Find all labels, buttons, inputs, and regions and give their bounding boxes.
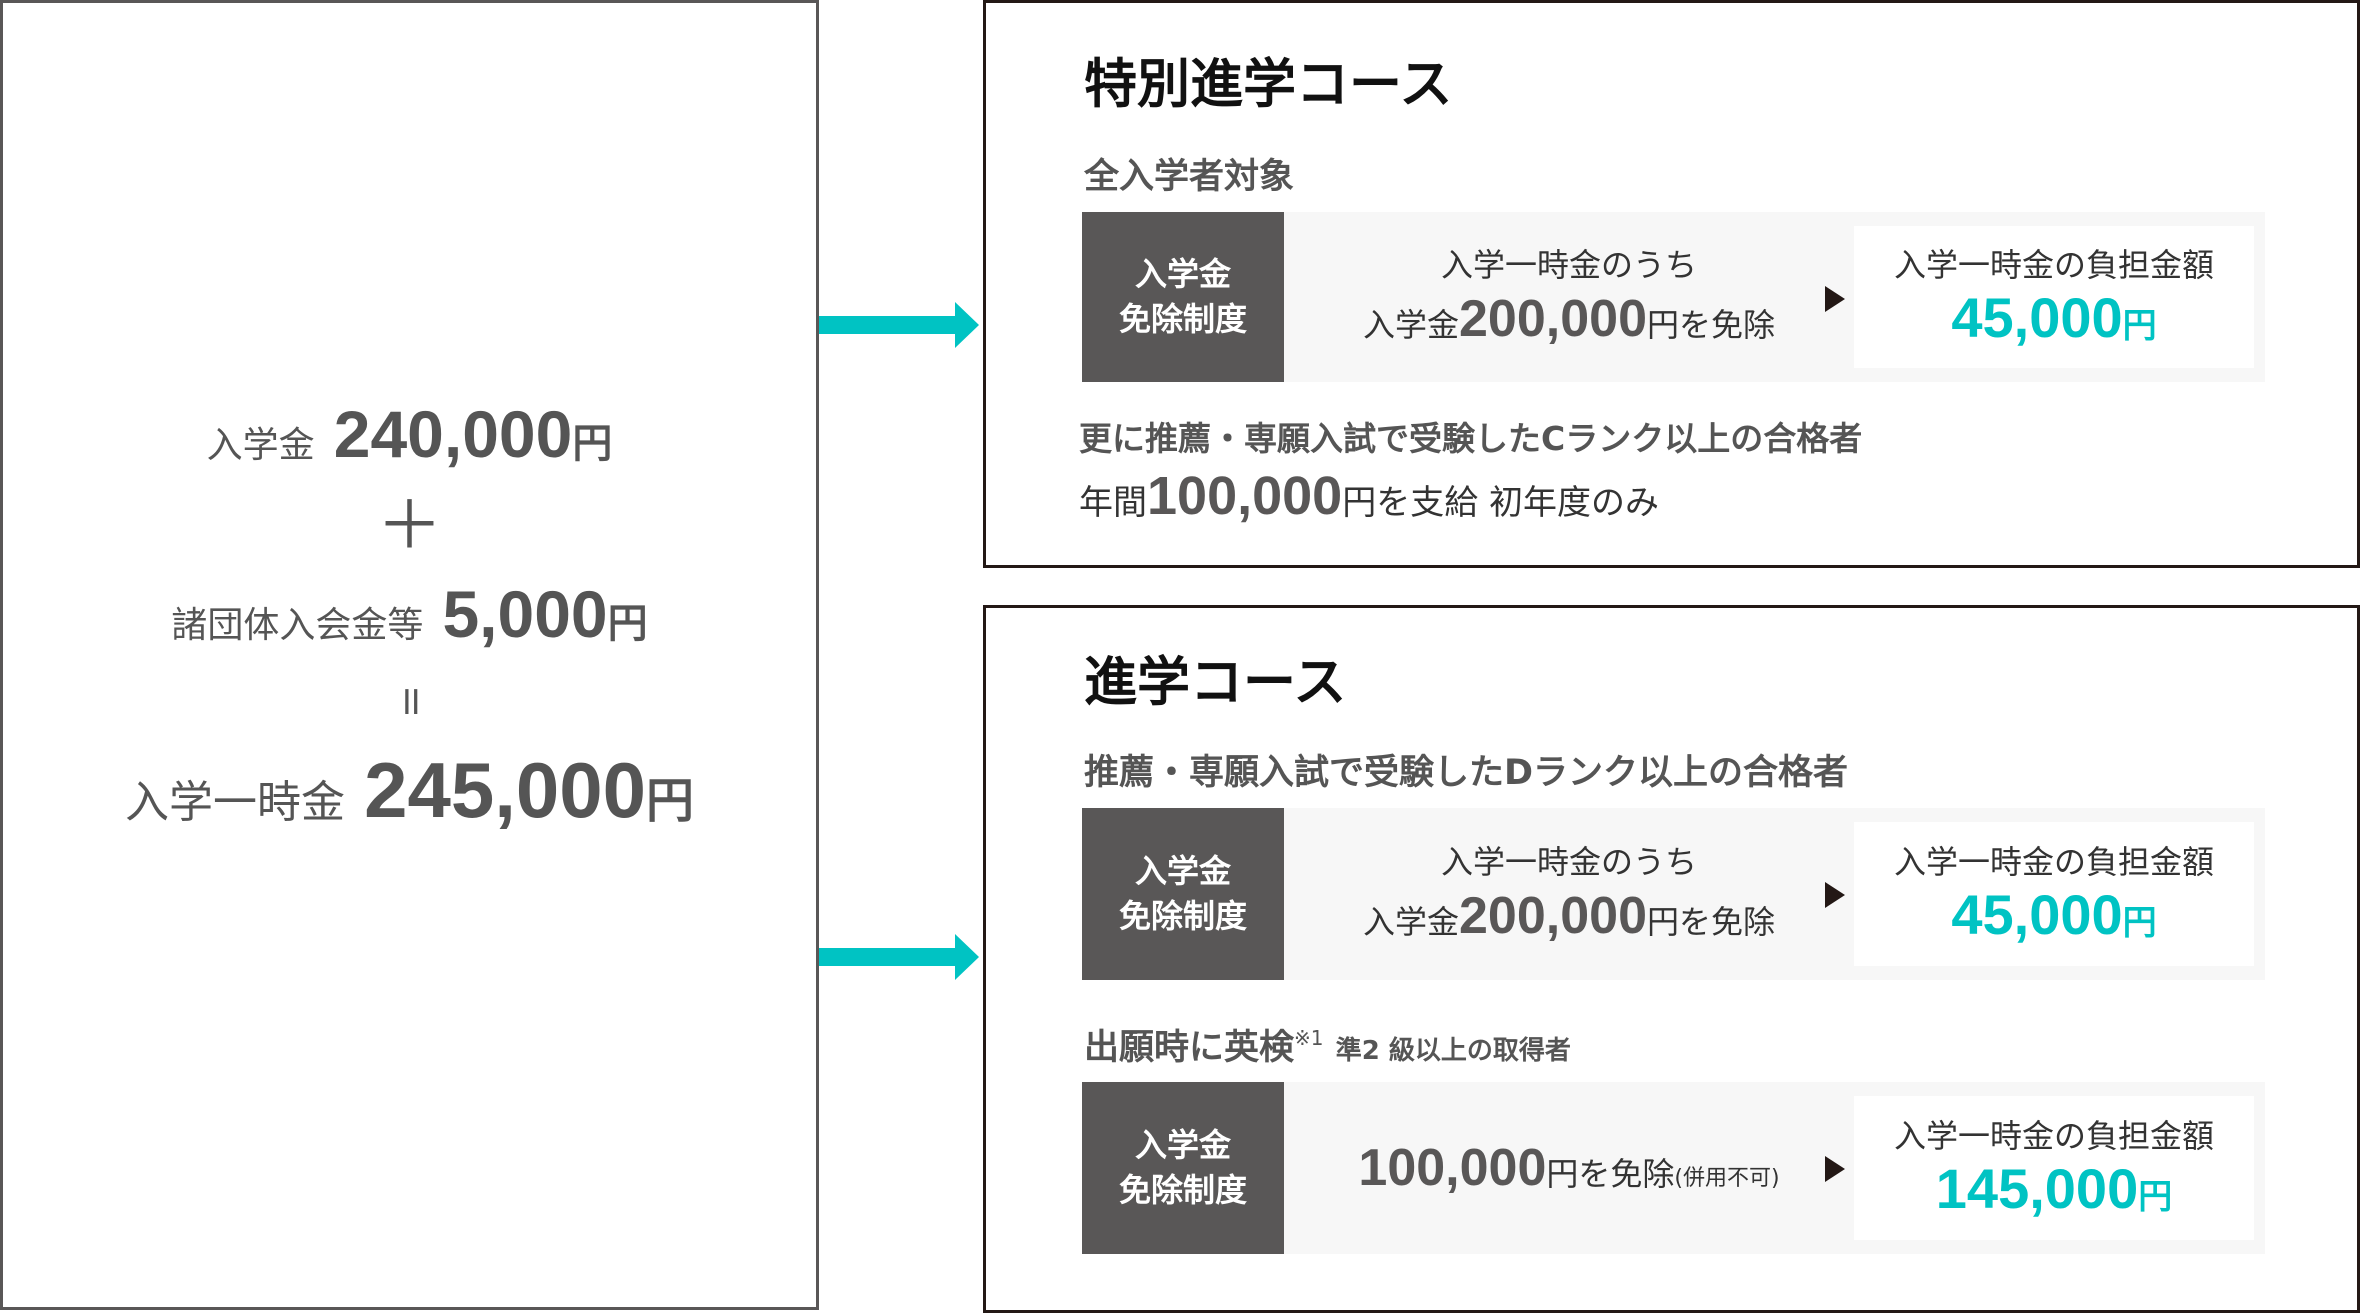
advanced-course-box: 進学コース 推薦・専願入試で受験したDランク以上の合格者 入学金免除制度 入学一… <box>983 605 2360 1313</box>
result-box: 入学一時金の負担金額 45,000円 <box>1854 226 2254 368</box>
triangle-right-icon <box>1825 882 1845 908</box>
extra-benefit: 年間100,000円を支給 初年度のみ <box>1079 466 1660 526</box>
course-title: 進学コース <box>1084 652 1347 713</box>
result-box: 入学一時金の負担金額 45,000円 <box>1854 822 2254 966</box>
group-fee-line: 諸団体入会金等 5,000円 <box>171 577 648 651</box>
exemption-label: 入学金免除制度 <box>1082 808 1284 980</box>
equals-sign: ॥ <box>397 678 422 724</box>
arrow-right-icon <box>819 302 979 348</box>
triangle-right-icon <box>1825 286 1845 312</box>
entrance-fee-line: 入学金 240,000円 <box>206 397 613 471</box>
arrow-right-icon <box>819 934 979 980</box>
course-title: 特別進学コース <box>1084 54 1453 115</box>
plus-sign: ＋ <box>376 487 443 564</box>
exemption-label: 入学金免除制度 <box>1082 212 1284 382</box>
course-target: 推薦・専願入試で受験したDランク以上の合格者 <box>1084 753 1849 793</box>
exemption-detail: 入学一時金のうち 入学金200,000円を免除 <box>1363 843 1775 946</box>
exemption-block: 入学金免除制度 入学一時金のうち 入学金200,000円を免除 入学一時金の負担… <box>1082 808 2265 980</box>
exemption-detail: 入学一時金のうち 入学金200,000円を免除 <box>1363 246 1775 349</box>
eiken-exemption-block: 入学金免除制度 100,000円を免除(併用不可) 入学一時金の負担金額 145… <box>1082 1082 2265 1254</box>
exemption-label: 入学金免除制度 <box>1082 1082 1284 1254</box>
total-fee-line: 入学一時金 245,000円 <box>124 746 695 834</box>
fee-summary-panel: 入学金 240,000円 ＋ 諸団体入会金等 5,000円 ॥ 入学一時金 24… <box>0 0 819 1310</box>
exemption-detail: 100,000円を免除(併用不可) <box>1358 1138 1780 1197</box>
triangle-right-icon <box>1825 1156 1845 1182</box>
course-target: 全入学者対象 <box>1084 157 1295 197</box>
exemption-block: 入学金免除制度 入学一時金のうち 入学金200,000円を免除 入学一時金の負担… <box>1082 212 2265 382</box>
result-box: 入学一時金の負担金額 145,000円 <box>1854 1096 2254 1240</box>
special-course-box: 特別進学コース 全入学者対象 入学金免除制度 入学一時金のうち 入学金200,0… <box>983 0 2360 568</box>
eiken-condition: 出願時に英検※1 準2 級以上の取得者 <box>1084 1026 1571 1068</box>
extra-condition: 更に推薦・専願入試で受験したCランク以上の合格者 <box>1079 419 1863 458</box>
